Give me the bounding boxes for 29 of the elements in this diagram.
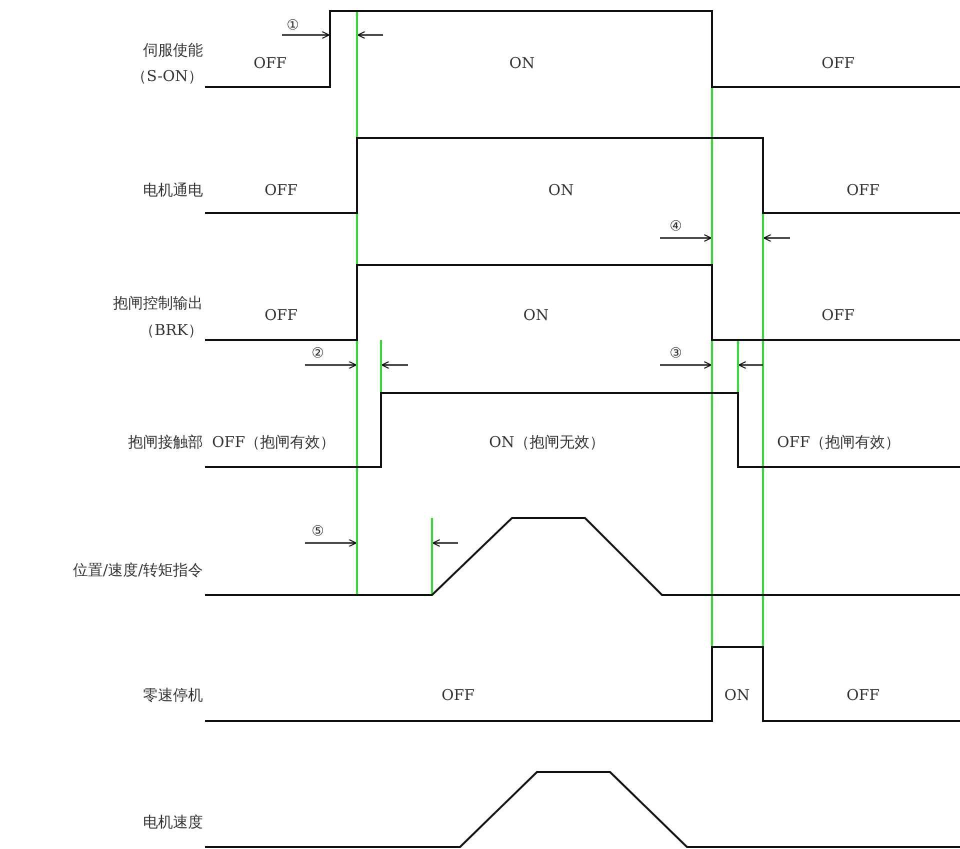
signal-name: 电机通电	[143, 182, 203, 198]
signal-name: 电机速度	[143, 814, 203, 830]
signal-name: 抱闸接触部	[128, 434, 203, 450]
signal-name: （BRK）	[139, 322, 203, 338]
state-label: OFF	[441, 686, 475, 704]
state-label: OFF（抱闸有效）	[777, 434, 900, 450]
state-label: OFF（抱闸有效）	[212, 434, 336, 450]
state-label: ON	[548, 182, 574, 198]
state-label: ON（抱闸无效）	[489, 434, 604, 450]
state-label: ON	[509, 54, 535, 72]
signal-name: 零速停机	[143, 686, 203, 704]
state-label: OFF	[253, 54, 287, 72]
callout-number: ⑤	[312, 524, 324, 540]
callout-number: ②	[312, 346, 324, 362]
signal-name: 位置/速度/转矩指令	[72, 562, 203, 578]
callout-number: ①	[286, 18, 300, 34]
state-label: OFF	[821, 54, 855, 72]
state-label: OFF	[264, 306, 298, 324]
state-label: ON	[724, 686, 750, 704]
signal-name: 抱闸控制输出	[113, 294, 203, 312]
callout-number: ④	[670, 219, 682, 235]
state-label: OFF	[846, 182, 880, 198]
state-label: OFF	[846, 686, 880, 704]
state-label: OFF	[264, 182, 298, 198]
signal-name: 伺服使能	[143, 42, 203, 58]
callout-number: ③	[670, 346, 682, 362]
signal-name: （S-ON）	[132, 68, 203, 84]
state-label: OFF	[821, 306, 855, 324]
state-label: ON	[523, 306, 549, 324]
